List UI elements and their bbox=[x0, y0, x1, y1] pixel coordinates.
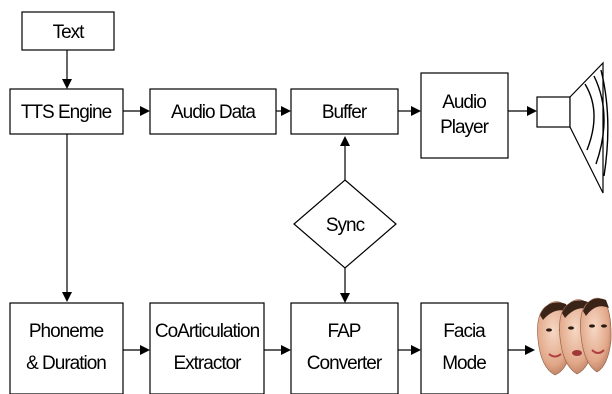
node-phoneme-label-line1: Phoneme bbox=[29, 321, 104, 342]
node-buffer: Buffer bbox=[290, 88, 399, 135]
arrowhead bbox=[340, 136, 350, 146]
node-buffer-label: Buffer bbox=[322, 102, 368, 123]
node-facial-model: Facia Mode bbox=[420, 302, 509, 394]
node-facial-model-label-line2: Mode bbox=[442, 353, 486, 374]
node-phoneme-duration: Phoneme & Duration bbox=[9, 302, 124, 394]
node-fap-label-line1: FAP bbox=[328, 321, 361, 342]
arrowhead bbox=[525, 345, 535, 355]
node-audio-player: Audio Player bbox=[420, 72, 509, 159]
node-tts-engine: TTS Engine bbox=[9, 88, 124, 135]
arrowhead bbox=[140, 106, 150, 116]
node-audio-player-label-line1: Audio bbox=[442, 92, 486, 113]
node-coarticulation-extractor: CoArticulation Extractor bbox=[149, 302, 265, 394]
face-images-icon bbox=[537, 297, 612, 376]
node-fap-converter: FAP Converter bbox=[290, 302, 399, 394]
node-phoneme-label-line2: & Duration bbox=[26, 353, 106, 374]
node-coarticulation-label-line2: Extractor bbox=[173, 353, 242, 374]
node-text: Text bbox=[21, 11, 115, 51]
node-sync-label: Sync bbox=[326, 215, 365, 236]
arrowhead bbox=[62, 292, 72, 302]
arrowhead bbox=[340, 293, 350, 303]
node-audio-data-label: Audio Data bbox=[171, 102, 256, 123]
arrowhead bbox=[411, 345, 421, 355]
node-fap-label-line2: Converter bbox=[307, 353, 383, 374]
edges bbox=[62, 50, 537, 355]
node-audio-data: Audio Data bbox=[149, 88, 277, 135]
node-text-label: Text bbox=[53, 22, 86, 43]
arrowhead bbox=[62, 79, 72, 89]
node-audio-player-label-line2: Player bbox=[440, 117, 490, 138]
arrowhead bbox=[281, 106, 291, 116]
speaker-icon bbox=[536, 61, 609, 194]
node-sync: Sync bbox=[293, 179, 397, 269]
node-tts-engine-label: TTS Engine bbox=[21, 102, 112, 123]
node-coarticulation-label-line1: CoArticulation bbox=[155, 321, 260, 342]
arrowhead bbox=[140, 345, 150, 355]
arrowhead bbox=[281, 345, 291, 355]
arrowhead bbox=[527, 106, 537, 116]
arrowhead bbox=[411, 106, 421, 116]
node-facial-model-label-line1: Facia bbox=[443, 321, 486, 342]
face-image bbox=[580, 297, 612, 373]
